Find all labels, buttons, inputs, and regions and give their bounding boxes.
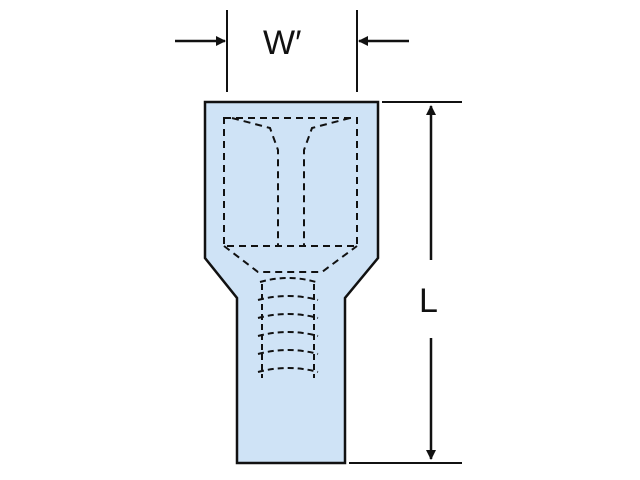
width-label: W′ — [263, 24, 301, 62]
receptacle-dashed-outline — [223, 117, 358, 273]
barrel-ribbing — [257, 277, 319, 378]
terminal-body — [203, 100, 380, 465]
length-dimension: L — [349, 101, 462, 464]
length-label: L — [419, 282, 438, 320]
width-dimension: W′ — [175, 10, 409, 92]
